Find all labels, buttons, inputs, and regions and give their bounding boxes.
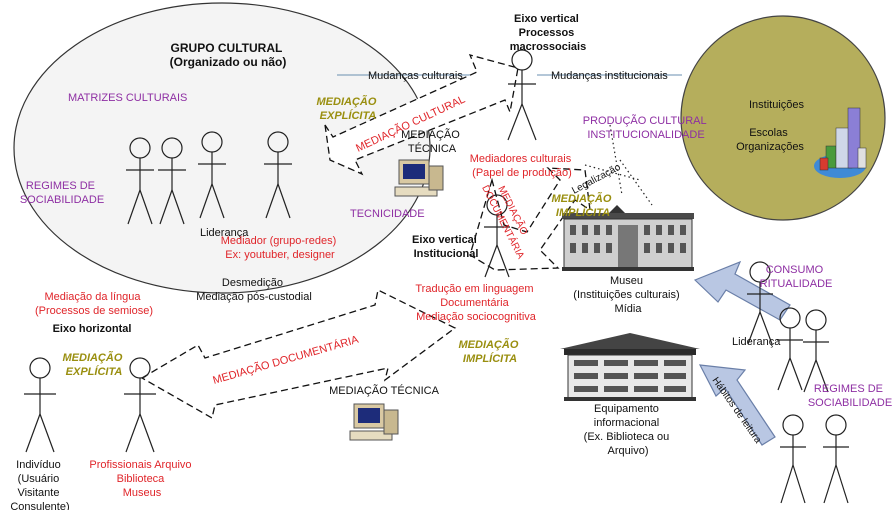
implicit-mediation-top: MEDIAÇÃO IMPLÍCITA <box>552 192 615 219</box>
museum-label: Museu (Instituições culturais) Mídia <box>573 275 682 315</box>
vertical-axis-title: Eixo vertical Processos macrossociais <box>510 13 586 53</box>
person-figure-institutional-axis <box>484 194 510 278</box>
computer-icon <box>394 159 444 197</box>
horizontal-axis-label: Eixo horizontal <box>53 323 132 335</box>
technicity-label: TECNICIDADE <box>350 208 425 220</box>
cultural-group-title: GRUPO CULTURAL (Organizado ou não) <box>170 41 287 69</box>
person-figure-consumer <box>777 307 803 391</box>
sociability-regimes-right: REGIMES DE SOCIABILIDADE <box>808 383 892 409</box>
dotted-legal-1 <box>584 164 641 181</box>
person-figure-consumer <box>747 261 773 345</box>
person-figure <box>158 137 186 225</box>
cultural-mediators-label: Mediadores culturais (Papel de produção) <box>470 153 575 179</box>
consumption-arrow <box>693 260 791 321</box>
professionals-label: Profissionais Arquivo Biblioteca Museus <box>89 459 194 499</box>
person-figure-reader <box>823 414 849 504</box>
arrow-documentary-horizontal <box>140 289 457 419</box>
institutions-label: Instituições <box>749 99 805 111</box>
equipment-label: Equipamento informacional (Ex. Bibliotec… <box>584 403 673 457</box>
translation-label: Tradução em linguagem Documentária Media… <box>415 283 536 323</box>
cultural-production-label: PRODUÇÃO CULTURAL INSTITUCIONALIDADE <box>583 114 710 141</box>
institutional-axis-label: Eixo vertical Institucional <box>412 234 480 260</box>
cultural-changes-label: Mudanças culturais <box>368 70 463 82</box>
schools-label: Escolas Organizações <box>736 127 804 153</box>
technical-mediation-bottom: MEDIAÇÃO TÉCNICA <box>329 384 439 397</box>
person-figure-professional <box>124 357 156 453</box>
museum-building-icon <box>562 205 694 271</box>
cultural-matrices-label: MATRIZES CULTURAIS <box>68 92 187 104</box>
computer-icon <box>349 403 399 441</box>
reading-habits-arrow <box>698 364 776 446</box>
organization-skyscraper-icon <box>814 107 867 178</box>
explicit-mediation-bottom: MEDIAÇÃO EXPLÍCITA <box>63 351 126 378</box>
consumption-label: CONSUMO RITUALIDADE <box>760 264 833 290</box>
library-building-icon <box>560 333 700 401</box>
leadership-right-label: Liderança <box>732 336 781 348</box>
dotted-legal-3 <box>619 159 653 206</box>
person-figure-leader <box>198 131 226 219</box>
technical-mediation-top: MEDIAÇÃO TÉCNICA <box>401 128 463 155</box>
person-figure-individual <box>24 357 56 453</box>
person-figure-reader <box>780 414 806 504</box>
explicit-mediation-top: MEDIAÇÃO EXPLÍCITA <box>317 95 380 122</box>
dotted-legal-2 <box>609 124 623 196</box>
cultural-group-ellipse <box>13 2 431 294</box>
person-figure-vertical-axis <box>507 49 537 141</box>
individual-label: Indivíduo (Usuário Visitante Consulente) <box>10 459 69 510</box>
person-figure <box>264 131 292 219</box>
mediator-group-label: Mediador (grupo-redes) Ex: youtuber, des… <box>221 235 340 261</box>
sociability-regimes-left: REGIMES DE SOCIABILIDADE <box>20 180 104 206</box>
demediation-label: Desmedição Mediação pós-custodial <box>196 277 312 303</box>
arrow-documentary-vertical <box>469 167 591 271</box>
language-mediation-label: Mediação da língua (Processos de semiose… <box>35 291 153 317</box>
person-figure <box>126 137 154 225</box>
person-figure-consumer <box>803 309 829 393</box>
leadership-left-label: Liderança <box>200 227 249 239</box>
institutional-changes-label: Mudanças institucionais <box>551 70 668 82</box>
implicit-mediation-bottom: MEDIAÇÃO IMPLÍCITA <box>459 338 522 365</box>
arrow-cultural-mediation <box>324 54 519 176</box>
